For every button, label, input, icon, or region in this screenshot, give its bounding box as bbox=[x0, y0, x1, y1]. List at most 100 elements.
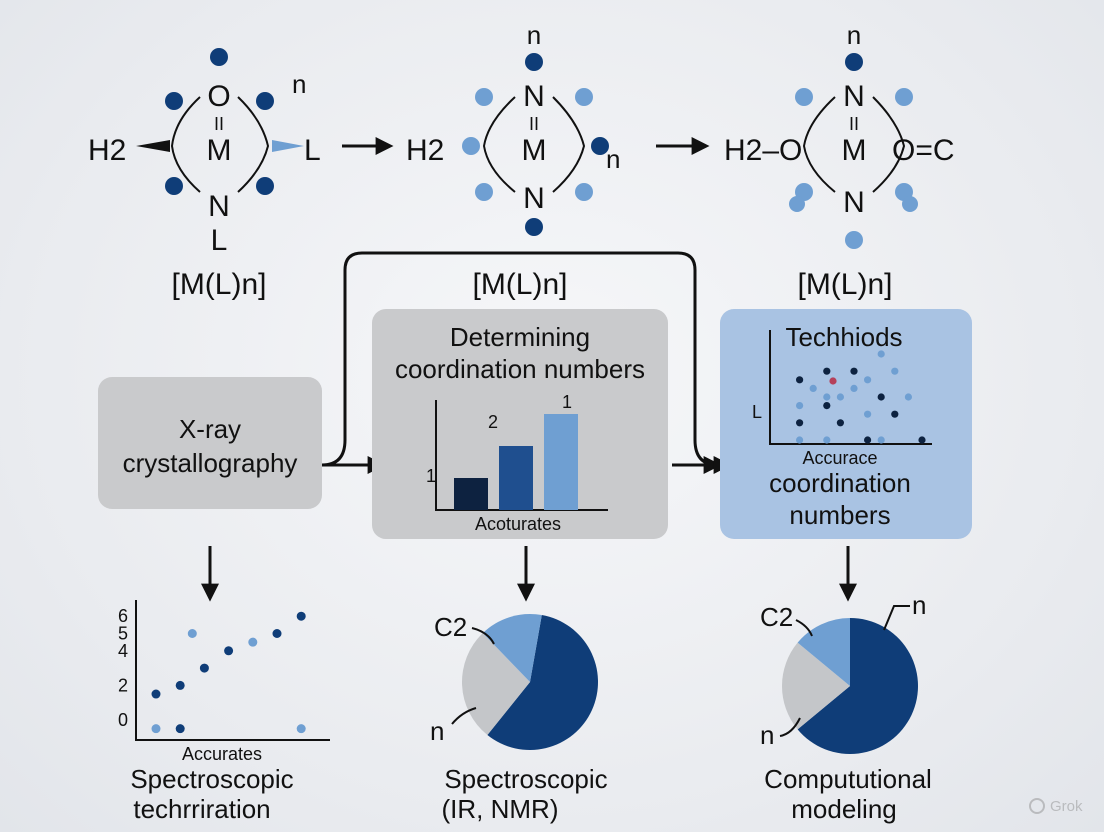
structure-2: N II M N H2 n n [M(L)n] bbox=[406, 20, 620, 301]
bottom-left-line1: Spectroscopic bbox=[130, 764, 293, 794]
atom-dot bbox=[165, 177, 183, 195]
watermark: Grok bbox=[1029, 798, 1083, 815]
scatter-point bbox=[796, 402, 804, 410]
scatter-point bbox=[296, 724, 306, 734]
bottom-right-line1: Compututional bbox=[764, 764, 932, 794]
pie-right-leader-top-right bbox=[883, 605, 910, 631]
atom-dot bbox=[895, 88, 913, 106]
atom-bottom: N bbox=[843, 186, 865, 219]
atom-dot bbox=[256, 92, 274, 110]
atom-dot bbox=[845, 53, 863, 71]
y-tick-label: 0 bbox=[118, 710, 128, 730]
pie-middle-label-bottom: n bbox=[430, 716, 444, 746]
atom-dot bbox=[256, 177, 274, 195]
scatter-point bbox=[796, 436, 804, 444]
metal-label: M bbox=[842, 134, 867, 167]
watermark-text: Grok bbox=[1050, 798, 1083, 815]
bar bbox=[544, 414, 578, 510]
scatter-point bbox=[829, 377, 837, 385]
pie-chart-middle bbox=[462, 614, 598, 750]
pie-slice bbox=[482, 614, 542, 682]
atom-dot bbox=[165, 92, 183, 110]
pie-middle-leader-top bbox=[471, 627, 495, 645]
scatter-point bbox=[877, 350, 885, 358]
scatter-point bbox=[877, 436, 885, 444]
metal-label: M bbox=[207, 134, 232, 167]
pie-chart-right bbox=[781, 618, 918, 754]
scatter-point bbox=[823, 402, 831, 410]
atom-dot bbox=[575, 183, 593, 201]
scatter-point bbox=[296, 611, 306, 621]
structure-3-ring bbox=[802, 96, 906, 193]
y-tick-label: 2 bbox=[118, 675, 128, 695]
scatter-point bbox=[809, 384, 817, 392]
atom-top: N bbox=[523, 80, 545, 113]
box-determining: Determining coordination numbers 121 Aco… bbox=[372, 309, 668, 539]
scatter-point bbox=[850, 367, 858, 375]
atom-dot bbox=[475, 183, 493, 201]
pie-right-label-mid-left: n bbox=[760, 720, 774, 750]
scatter-point bbox=[796, 376, 804, 384]
metal-label: M bbox=[522, 134, 547, 167]
scatter-point bbox=[836, 419, 845, 427]
structure-1: O II M N L H2 L n [M(L)n] bbox=[88, 48, 321, 301]
scatter-point bbox=[823, 436, 831, 444]
atom-dot bbox=[462, 137, 480, 155]
box-xray-line1: X-ray bbox=[179, 414, 241, 444]
scatter-point bbox=[199, 663, 209, 673]
superscript: n bbox=[292, 69, 306, 99]
bond-label: II bbox=[849, 114, 859, 134]
group-right: L bbox=[304, 134, 321, 167]
methods-scatter bbox=[796, 350, 926, 444]
bar-chart: 121 bbox=[426, 392, 578, 510]
bottom-middle-line2: (IR, NMR) bbox=[442, 794, 559, 824]
atom-dot bbox=[525, 53, 543, 71]
bottom-right-line2: modeling bbox=[791, 794, 897, 824]
atom-dot bbox=[525, 218, 543, 236]
bottom-middle-panel: C2 n Spectroscopic (IR, NMR) bbox=[430, 612, 608, 824]
atom-dot bbox=[795, 88, 813, 106]
methods-scatter-y-label: L bbox=[752, 402, 762, 422]
methods-scatter-axes bbox=[769, 330, 932, 445]
group-right: O=C bbox=[892, 134, 955, 167]
bar-data-label: 1 bbox=[562, 392, 572, 412]
box-methods: Techhiods L Accurace coordination number… bbox=[720, 309, 972, 539]
bottom-middle-line1: Spectroscopic bbox=[444, 764, 607, 794]
atom-dot bbox=[845, 231, 863, 249]
atom-bottom: N bbox=[208, 190, 230, 223]
bar bbox=[499, 446, 533, 510]
scatter-point bbox=[272, 629, 282, 638]
structure-caption: [M(L)n] bbox=[797, 268, 892, 301]
connector-xray-to-determining bbox=[321, 251, 722, 474]
scatter-point bbox=[864, 376, 872, 384]
pie-middle-leader-bottom bbox=[451, 707, 477, 725]
group-left: H2 bbox=[88, 134, 126, 167]
atom-dot bbox=[789, 196, 805, 212]
superscript: n bbox=[527, 20, 541, 50]
bond-label: II bbox=[529, 114, 539, 134]
scatter-point bbox=[796, 419, 804, 427]
box-determining-line1: Determining bbox=[450, 322, 590, 352]
structure-caption: [M(L)n] bbox=[472, 268, 567, 301]
pie-right-label-top: C2 bbox=[760, 602, 793, 632]
atom-dot bbox=[210, 48, 228, 66]
scatter-point bbox=[850, 384, 858, 392]
scatter-point bbox=[175, 724, 185, 734]
bottom-scatter bbox=[151, 611, 306, 734]
structure-1-ring bbox=[170, 96, 270, 193]
structure-2-ring bbox=[482, 96, 586, 193]
box-methods-title: Techhiods bbox=[785, 322, 902, 352]
bar-data-label: 1 bbox=[426, 466, 436, 486]
bar bbox=[454, 478, 488, 510]
structure-caption: [M(L)n] bbox=[171, 268, 266, 301]
scatter-point bbox=[864, 410, 872, 418]
box-determining-line2: coordination numbers bbox=[395, 354, 645, 384]
bottom-scatter-x-label: Accurates bbox=[182, 744, 262, 764]
pie-right-leader-top bbox=[795, 619, 813, 637]
bond-label: II bbox=[214, 114, 224, 134]
scatter-point bbox=[904, 393, 913, 401]
pie-right-label-top-right: n bbox=[912, 590, 926, 620]
group-right: n bbox=[606, 144, 620, 174]
